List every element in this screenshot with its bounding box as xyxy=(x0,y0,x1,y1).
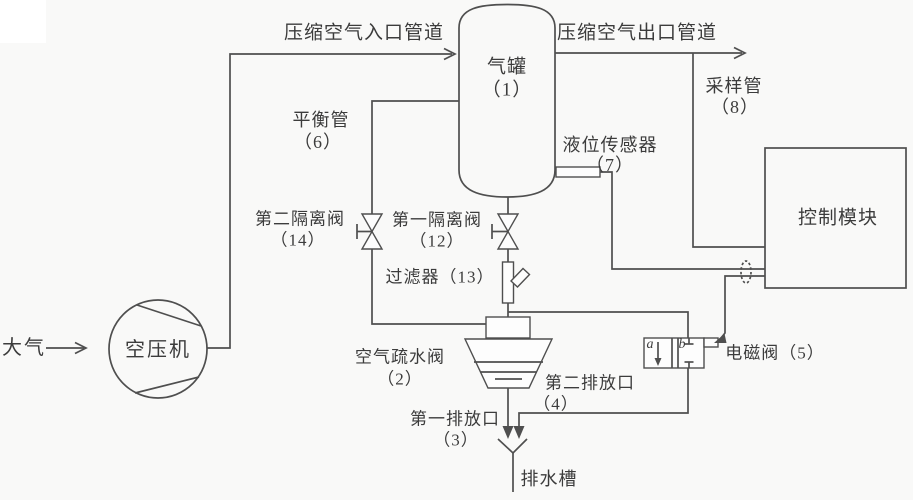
balance-pipe-label: 平衡管 xyxy=(292,110,350,130)
discharge1-number: （3） xyxy=(433,430,479,450)
discharge2-label: 第二排放口 xyxy=(545,373,635,393)
sampling-pipe-line xyxy=(692,53,765,248)
control-module-label: 控制模块 xyxy=(797,207,879,229)
isolation-valve2-label: 第二隔离阀 xyxy=(255,209,345,229)
isolation-valve1-symbol xyxy=(491,213,520,250)
discharge2-number: （4） xyxy=(533,394,579,414)
corner-patch xyxy=(0,0,46,43)
solenoid-port-b-label: b xyxy=(678,337,686,352)
drain-trough-symbol xyxy=(497,438,528,492)
level-sensor-line xyxy=(555,166,765,270)
solenoid-valve-symbol xyxy=(643,337,719,369)
outlet-pipe-label: 压缩空气出口管道 xyxy=(556,22,718,44)
compressor-symbol xyxy=(108,299,208,399)
level-sensor-number: （7） xyxy=(586,155,634,175)
filter-symbol xyxy=(501,249,531,317)
air-trap-label: 空气疏水阀 xyxy=(355,347,445,367)
tank-name-label: 气罐 xyxy=(486,56,528,78)
isolation-valve1-label: 第一隔离阀 xyxy=(392,210,482,230)
atmosphere-label: 大气 xyxy=(2,337,46,359)
tank-number-label: （1） xyxy=(481,79,533,101)
filter-label: 过滤器（13） xyxy=(385,267,495,287)
solenoid-control-line xyxy=(714,275,765,343)
discharge1-label: 第一排放口 xyxy=(410,409,500,429)
atmosphere-arrow xyxy=(46,341,88,355)
air-trap-number: （2） xyxy=(377,369,423,389)
level-sensor-label: 液位传感器 xyxy=(562,135,658,155)
sampling-pipe-label: 采样管 xyxy=(705,76,763,96)
isolation-valve2-symbol xyxy=(356,213,384,250)
sampling-pipe-number: （8） xyxy=(711,97,759,117)
wire-connector-symbol xyxy=(740,260,752,284)
discharge2-line xyxy=(513,368,689,439)
isolation-valve2-number: （14） xyxy=(270,230,326,250)
inlet-pipe-label: 压缩空气入口管道 xyxy=(283,22,445,44)
solenoid-valve-label: 电磁阀（5） xyxy=(725,343,825,363)
control-module-box xyxy=(764,147,907,289)
compressor-label: 空压机 xyxy=(125,339,191,361)
trap-to-solenoid-line xyxy=(508,311,689,338)
inlet-pipe-line xyxy=(207,47,457,349)
air-tank-shape xyxy=(458,3,556,198)
isolation-valve1-number: （12） xyxy=(409,231,465,251)
drain-trough-label: 排水槽 xyxy=(520,469,578,489)
discharge1-line xyxy=(502,388,514,439)
air-trap-symbol xyxy=(463,316,554,389)
solenoid-port-a-label: a xyxy=(646,337,654,352)
outlet-pipe-line xyxy=(555,46,747,60)
balance-pipe-number: （6） xyxy=(294,132,342,152)
balance-pipe-line xyxy=(371,100,486,325)
